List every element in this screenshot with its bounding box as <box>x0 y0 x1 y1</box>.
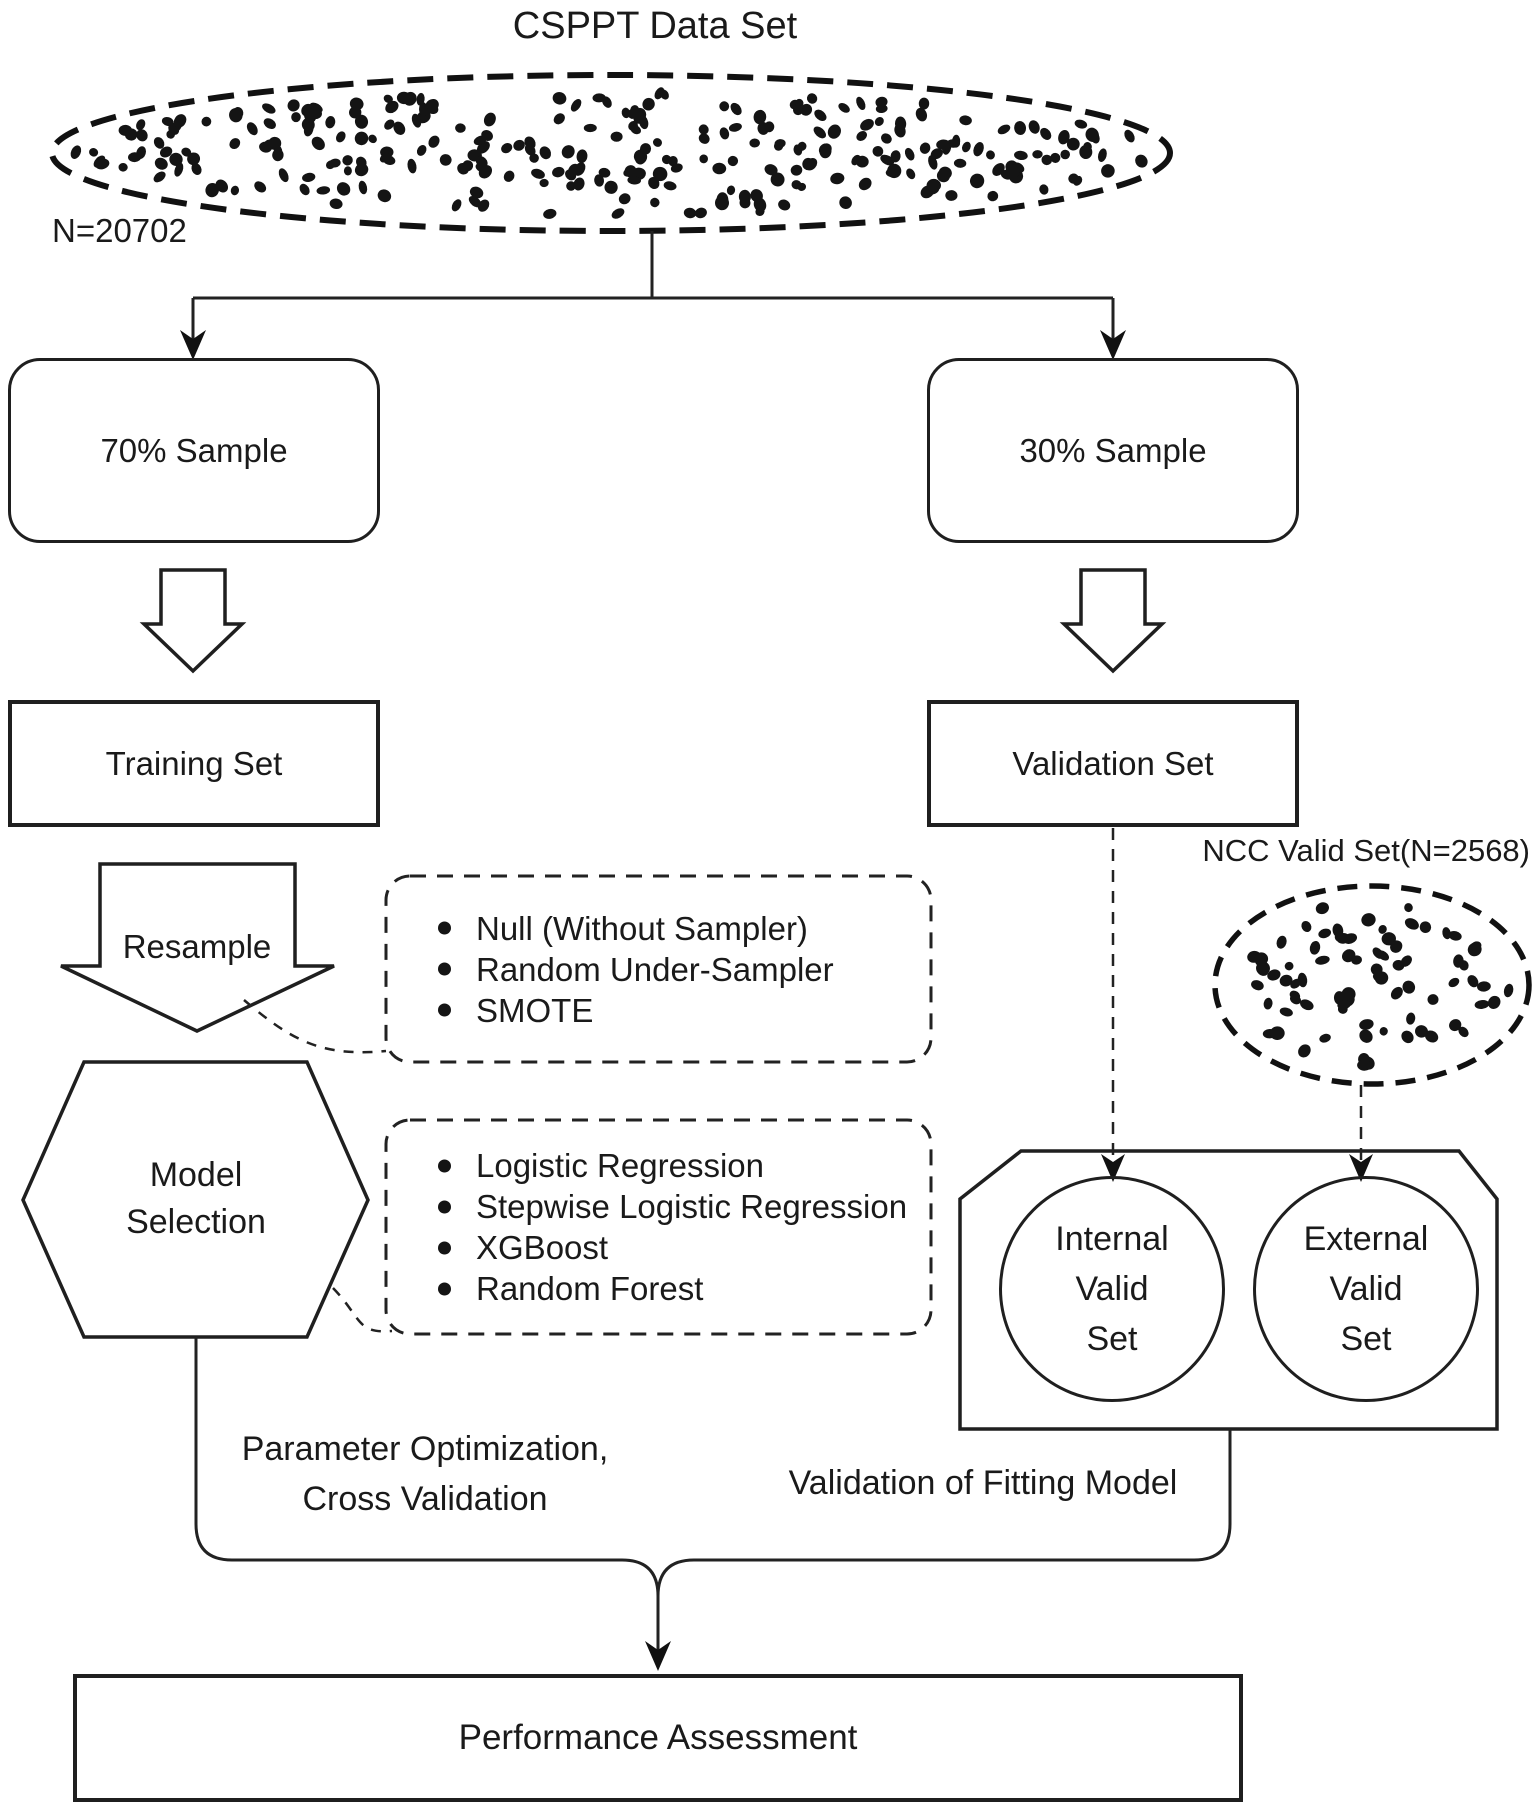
resample-label: Resample <box>122 928 272 965</box>
arrow-down-icon <box>645 1641 671 1671</box>
octagon-merge-connector <box>656 1429 1232 1597</box>
training-set-label: Training Set <box>105 744 283 782</box>
list-item: Stepwise Logistic Regression <box>436 1186 907 1227</box>
list-item: SMOTE <box>436 990 834 1031</box>
internal-valid-circle: Internal Valid Set <box>999 1176 1225 1402</box>
resample-to-samplers-connector <box>243 999 387 1054</box>
training-set-box: Training Set <box>8 700 380 827</box>
split-connector <box>191 231 1115 350</box>
resample-block-arrow <box>60 862 335 1033</box>
page-title: CSPPT Data Set <box>512 5 798 47</box>
performance-assessment-box: Performance Assessment <box>73 1674 1243 1802</box>
validation-set-label: Validation Set <box>1012 744 1214 782</box>
parameter-optimization-annotation: Parameter Optimization, Cross Validation <box>241 1430 609 1518</box>
sample-30-box: 30% Sample <box>927 358 1299 543</box>
arrow-down-icon <box>1349 1154 1373 1182</box>
ncc-dots-texture <box>1247 902 1514 1071</box>
validation-set-box: Validation Set <box>927 700 1299 827</box>
block-arrow-down-icon <box>1059 568 1167 674</box>
arrow-down-icon <box>1101 1154 1125 1182</box>
arrow-down-icon <box>1100 330 1126 360</box>
internal-valid-label: Internal Valid Set <box>1055 1220 1169 1358</box>
hexagon-merge-connector <box>194 1337 660 1658</box>
sample-70-label: 70% Sample <box>100 431 288 469</box>
list-item: Random Forest <box>436 1268 907 1309</box>
block-arrow-down-icon <box>139 568 247 674</box>
dataset-size-label: N=20702 <box>52 212 187 249</box>
list-item: Logistic Regression <box>436 1145 907 1186</box>
cspt-dataset-ellipse <box>49 72 1173 234</box>
hexagon-to-models-connector <box>332 1287 393 1333</box>
samplers-list: Null (Without Sampler) Random Under-Samp… <box>386 876 931 1062</box>
external-valid-label: External Valid Set <box>1303 1220 1429 1358</box>
dataset-dots-texture <box>70 87 1148 219</box>
ncc-validset-label: NCC Valid Set(N=2568) <box>1202 833 1530 868</box>
models-list: Logistic Regression Stepwise Logistic Re… <box>386 1120 931 1334</box>
external-valid-circle: External Valid Set <box>1253 1176 1479 1402</box>
samplers-dashed-box <box>384 874 933 1064</box>
list-item: Random Under-Sampler <box>436 949 834 990</box>
validation-fitting-annotation: Validation of Fitting Model <box>788 1464 1178 1502</box>
sample-70-box: 70% Sample <box>8 358 380 543</box>
list-item: Null (Without Sampler) <box>436 908 834 949</box>
performance-assessment-label: Performance Assessment <box>458 1718 858 1757</box>
model-selection-label: Model Selection <box>126 1156 266 1241</box>
list-item: XGBoost <box>436 1227 907 1268</box>
arrow-down-icon <box>180 330 206 360</box>
models-dashed-box <box>384 1118 933 1336</box>
model-selection-hexagon <box>21 1060 370 1339</box>
sample-30-label: 30% Sample <box>1019 431 1207 469</box>
